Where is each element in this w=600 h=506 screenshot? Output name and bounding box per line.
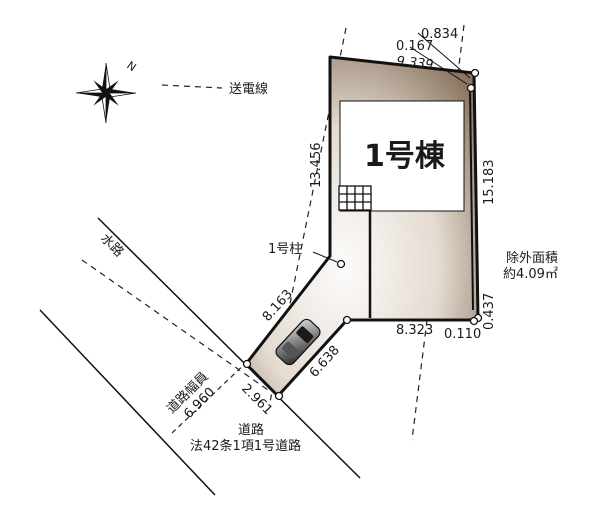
power-line-legend-label: 送電線 <box>229 81 268 97</box>
dim-top-edge: 9.339 <box>396 54 435 73</box>
excluded-area-value: 約4.09㎡ <box>503 267 558 282</box>
road-label: 道路 <box>238 422 264 438</box>
road-edge-lower <box>39 309 216 496</box>
dim-top-small-2: 0.167 <box>396 39 433 54</box>
corner-markers <box>242 68 483 401</box>
dim-bottom-small: 0.110 <box>444 327 481 342</box>
north-label: N <box>124 59 138 74</box>
road-edge-upper <box>97 217 361 479</box>
dim-top-small-1: 0.834 <box>421 27 458 42</box>
waterway-label: 水路 <box>97 231 127 261</box>
waterway-line <box>81 259 269 391</box>
dim-right-bottom: 0.437 <box>482 293 497 330</box>
dim-right-edge: 15.183 <box>482 160 497 206</box>
utility-pole-label: 1号柱 <box>268 242 302 257</box>
dimension-leaders <box>409 32 471 85</box>
road-legal-basis: 法42条1項1号道路 <box>190 438 301 454</box>
dim-left-edge: 13.456 <box>309 143 324 189</box>
power-line-legend-symbol <box>161 84 223 89</box>
excluded-area-label: 除外面積 <box>506 251 558 266</box>
dim-bottom-edge: 8.323 <box>396 323 433 338</box>
utility-pole-leader <box>312 251 338 263</box>
meter-grid-icon <box>338 185 372 211</box>
north-arrow-icon <box>75 62 137 124</box>
excluded-area-strip <box>469 89 474 311</box>
building-label: 1号棟 <box>364 139 446 174</box>
car-icon <box>275 318 321 366</box>
